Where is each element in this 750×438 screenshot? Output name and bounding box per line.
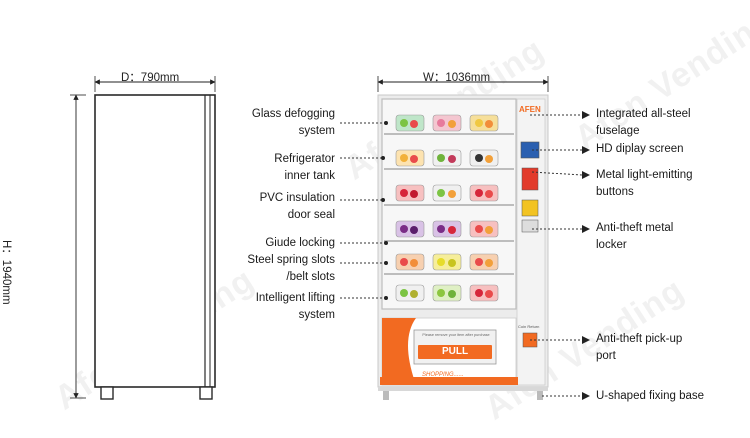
width-dimension: W：1036mm xyxy=(423,72,491,84)
screen-icon xyxy=(520,141,540,159)
pickup-note: Please remove your item after purchase xyxy=(422,333,490,337)
label-hd-screen: HD diplay screen xyxy=(596,143,684,155)
height-dimension: H：1940mm xyxy=(0,240,12,305)
label-guide-locking: Giude locking xyxy=(265,237,335,249)
coin-return-label: Coin Return xyxy=(518,324,540,329)
pull-button: PULL xyxy=(441,346,469,357)
depth-dimension: D：790mm xyxy=(121,72,180,84)
vending-machine-front xyxy=(377,94,549,400)
brand-logo: AFEN xyxy=(519,105,541,114)
side-view xyxy=(94,94,216,400)
shopping-text: SHOPPING...... xyxy=(422,372,464,378)
label-fixing-base: U-shaped fixing base xyxy=(596,390,705,402)
label-spring-slots: Steel spring slots/belt slots xyxy=(247,254,335,283)
